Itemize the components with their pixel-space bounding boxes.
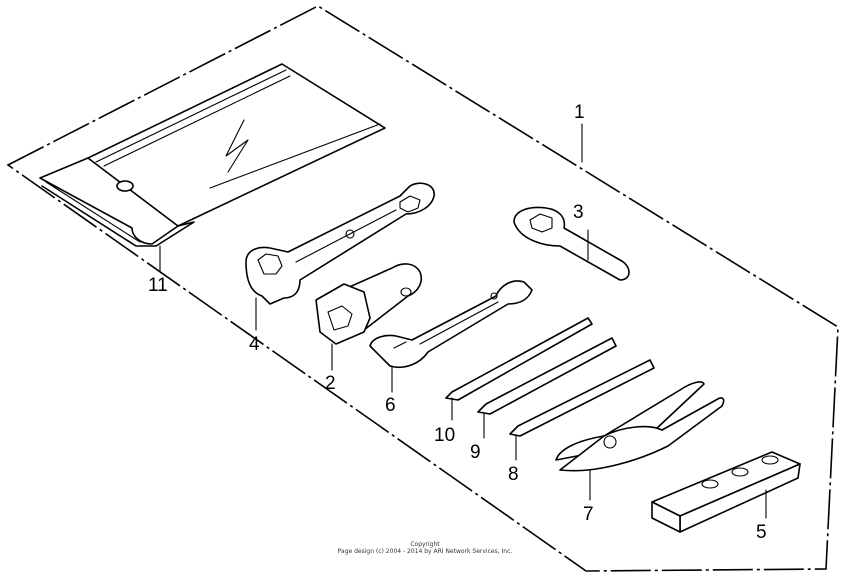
open-end-wrench [369,280,533,393]
callout-10: 10 [434,425,455,446]
screwdriver-10 [445,317,593,421]
callout-2: 2 [325,373,336,394]
screwdriver-9 [477,337,617,439]
copyright-line-1: Copyright [410,541,440,548]
plug-wrench-bar [651,451,801,533]
callout-3: 3 [573,202,584,223]
kit-boundary [6,5,839,572]
pin-spanner [513,206,630,281]
callout-8: 8 [508,464,519,485]
box-wrench [245,182,435,331]
callout-9: 9 [470,442,481,463]
socket-wrench [315,263,423,371]
callout-7: 7 [583,504,594,525]
callout-1: 1 [574,102,585,123]
tool-bag [39,63,386,273]
copyright-line-2: Page design (c) 2004 - 2014 by ARI Netwo… [337,548,513,555]
callout-6: 6 [385,395,396,416]
callout-4: 4 [249,334,260,355]
callout-5: 5 [756,522,767,543]
screwdriver-8 [509,359,655,461]
copyright-notice: Copyright Page design (c) 2004 - 2014 by… [330,541,520,555]
pliers [555,381,725,501]
callout-11: 11 [148,275,168,296]
